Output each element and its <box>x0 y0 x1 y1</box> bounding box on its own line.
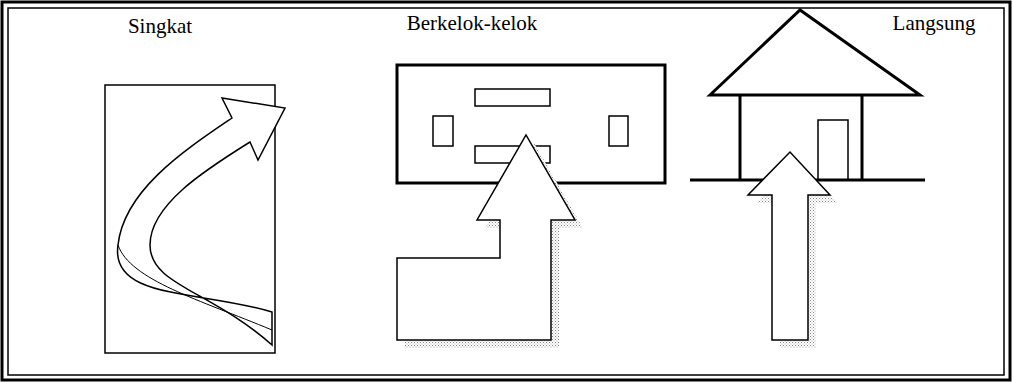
inner-frame <box>8 8 1004 375</box>
house-roof <box>710 10 920 95</box>
panel-label: Langsung <box>893 13 976 34</box>
l-shaped-arrow <box>397 135 575 340</box>
curved-arrow <box>118 98 285 345</box>
furniture-block <box>475 89 550 106</box>
house-wall <box>861 95 864 180</box>
straight-arrow <box>748 152 830 340</box>
panel-label: Berkelok-kelok <box>407 13 538 34</box>
panel-label: Singkat <box>128 16 192 37</box>
arrow-fold <box>118 245 272 330</box>
house-door <box>818 120 848 180</box>
furniture-block <box>433 116 453 146</box>
house-wall <box>739 95 742 180</box>
furniture-block <box>609 116 628 146</box>
